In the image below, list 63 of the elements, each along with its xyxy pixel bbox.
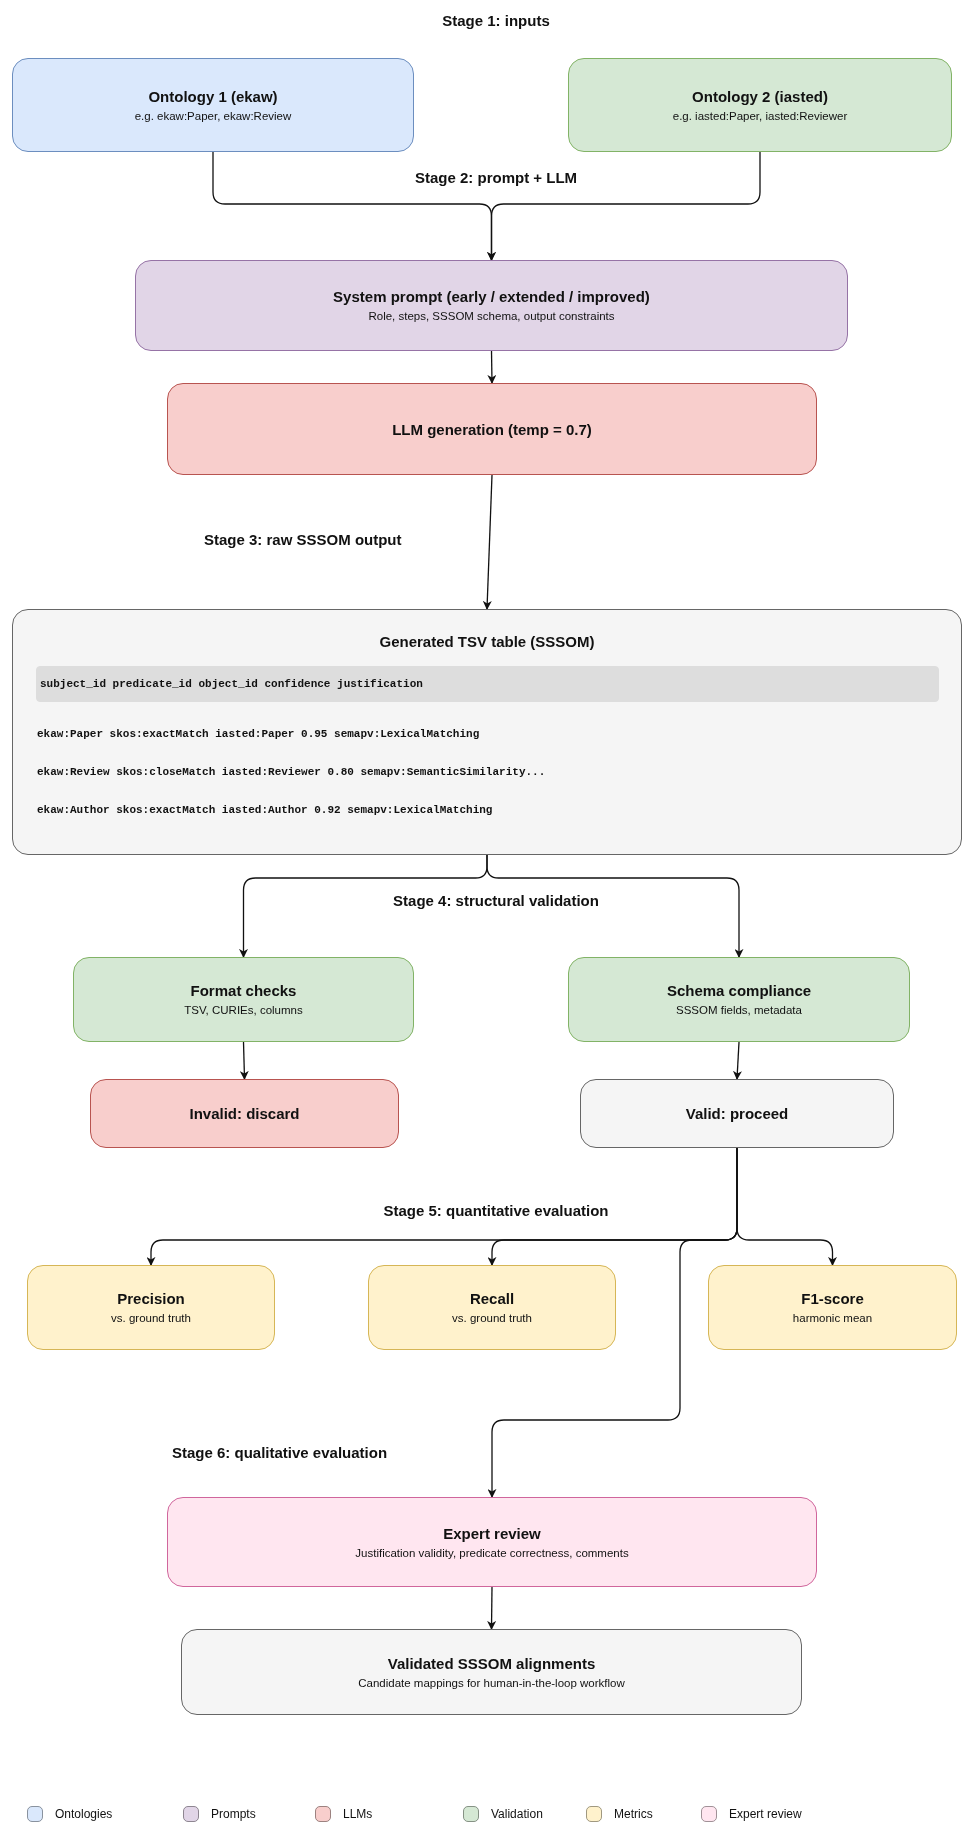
process-box (580, 1079, 894, 1148)
legend-label: Validation (491, 1807, 543, 1821)
box-title: System prompt (early / extended / improved) (333, 287, 650, 306)
process-box (568, 58, 952, 152)
process-box (167, 383, 817, 475)
table-panel (12, 609, 962, 855)
box-title: F1-score (801, 1289, 864, 1308)
process-box (181, 1629, 802, 1715)
box-subtitle: SSSOM fields, metadata (676, 1003, 802, 1018)
arrow (482, 474, 493, 610)
box-title: Ontology 1 (ekaw) (148, 86, 278, 106)
box-subtitle: vs. ground truth (111, 1311, 191, 1326)
box-subtitle: Justification validity, predicate correctness, comments (355, 1545, 629, 1561)
arrow (487, 151, 761, 261)
table-header-text: subject_id predicate_id object_id confidence justification (40, 678, 423, 690)
legend-label: LLMs (343, 1807, 373, 1821)
box-title: Ontology 2 (iasted) (692, 86, 828, 106)
process-box (135, 260, 848, 351)
arrow (732, 1041, 742, 1080)
box-title: LLM generation (temp = 0.7) (392, 419, 592, 439)
legend-label: Metrics (614, 1807, 653, 1821)
box-title: Schema compliance (666, 981, 812, 1000)
box-title: Expert review (443, 1523, 541, 1543)
arrow (487, 350, 497, 384)
legend-label: Expert review (729, 1807, 802, 1821)
process-box (90, 1079, 399, 1148)
table-row-text: ekaw:Review skos:closeMatch iasted:Reviewer 0.80 semapv:SemanticSimilarity... (37, 766, 546, 778)
table-row-text: ekaw:Author skos:exactMatch iasted:Author 0.92 semapv:LexicalMatching (37, 804, 493, 816)
box-subtitle: harmonic mean (792, 1311, 873, 1326)
process-box (708, 1265, 957, 1350)
box-subtitle: e.g. ekaw:Paper, ekaw:Review (134, 108, 292, 124)
box-subtitle: vs. ground truth (452, 1311, 532, 1326)
box-title: Invalid: discard (189, 1104, 300, 1123)
table-header-row (36, 666, 939, 702)
process-box (368, 1265, 616, 1350)
process-box (73, 957, 414, 1042)
stage-label: Stage 6: qualitative evaluation (172, 1444, 388, 1461)
process-box (27, 1265, 275, 1350)
box-title: Recall (469, 1289, 515, 1308)
stage-label: Stage 2: prompt + LLM (414, 169, 578, 186)
box-subtitle: Role, steps, SSSOM schema, output constraints (368, 309, 615, 324)
process-box (167, 1497, 817, 1587)
arrow (486, 854, 744, 958)
legend-label: Prompts (211, 1807, 256, 1821)
stage-label: Stage 5: quantitative evaluation (383, 1202, 609, 1219)
stage-label: Stage 1: inputs (442, 12, 550, 29)
box-subtitle: Candidate mappings for human-in-the-loop workflow (358, 1675, 625, 1691)
box-title: Format checks (190, 981, 297, 1000)
arrow (239, 1041, 249, 1080)
process-box (12, 58, 414, 152)
table-title: Generated TSV table (SSSOM) (378, 632, 596, 651)
box-title: Validated SSSOM alignments (387, 1653, 596, 1673)
legend-label: Ontologies (55, 1807, 113, 1821)
process-box (568, 957, 910, 1042)
box-title: Valid: proceed (685, 1104, 789, 1123)
arrow (487, 1586, 497, 1630)
stage-label: Stage 4: structural validation (393, 892, 599, 909)
box-subtitle: TSV, CURIEs, columns (184, 1003, 303, 1018)
arrow (487, 1147, 738, 1498)
table-row-text: ekaw:Paper skos:exactMatch iasted:Paper 0.95 semapv:LexicalMatching (37, 728, 480, 740)
box-subtitle: e.g. iasted:Paper, iasted:Reviewer (672, 108, 848, 124)
stage-label: Stage 3: raw SSSOM output (204, 531, 402, 548)
box-title: Precision (117, 1289, 185, 1308)
